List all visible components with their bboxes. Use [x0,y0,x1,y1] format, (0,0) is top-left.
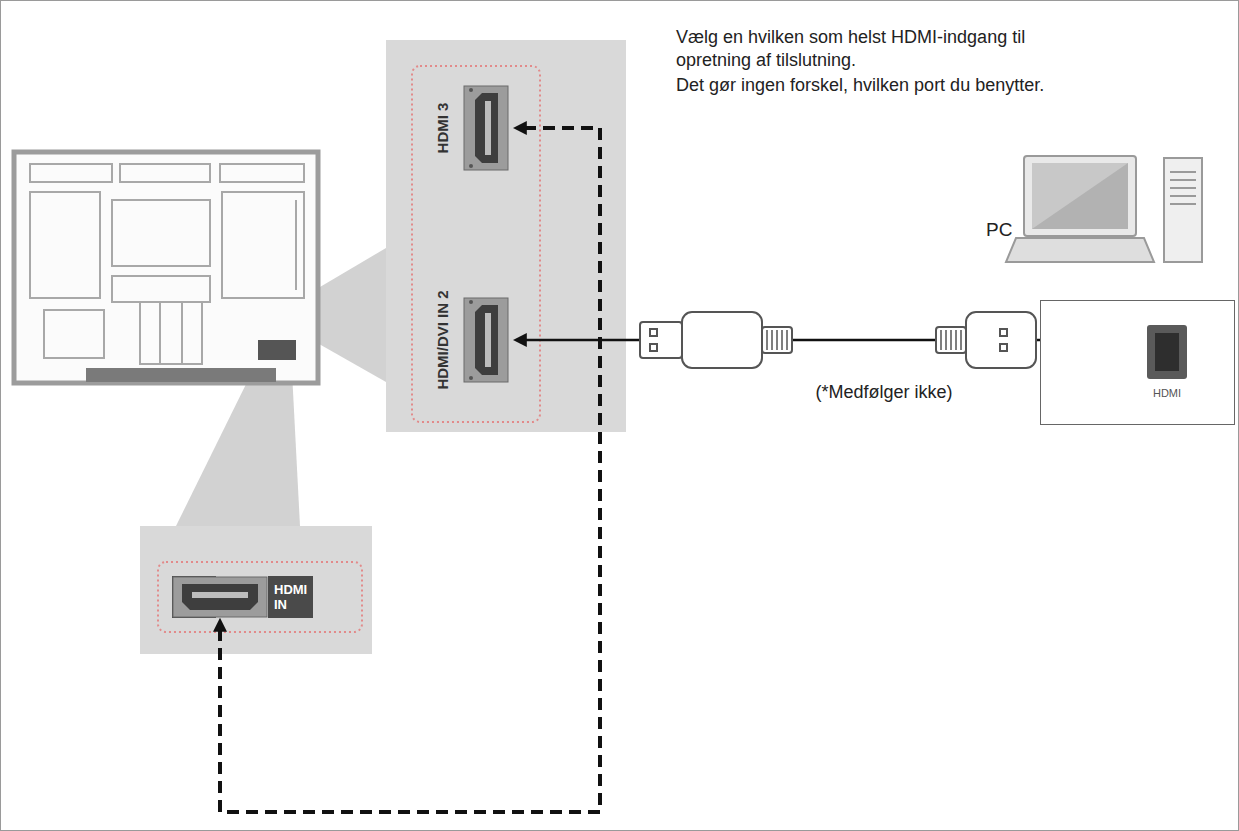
zoom-panel [140,526,372,654]
hdmi-port: HDMI 3 [428,81,513,175]
tv-back [14,152,318,383]
plug-ridge [955,330,957,350]
tower-icon-part [1170,187,1196,189]
socket-plate [464,298,508,382]
hdmi-plug-part [650,344,657,351]
screw [469,300,473,304]
cable-note: (*Medfølger ikke) [813,382,956,403]
hdmi-plug-part [936,327,966,353]
hdmi-socket [172,576,268,618]
laptop-icon-part [1032,163,1128,229]
socket-contacts [485,101,491,155]
hdmi-plug-part [762,327,792,353]
tv-back-part [30,164,112,182]
highlight-frame [412,66,540,422]
laptop-icon [1006,156,1154,262]
plug-ridges [767,330,961,350]
connector-arrow [220,128,600,812]
tv-back-part [112,276,210,302]
port-label: HDMI/DVI IN 2 [433,290,450,389]
port-tag: HDMI IN [268,576,313,618]
tv-back-part [44,310,104,358]
device-label: PC [986,218,1012,241]
hdmi-plug-part [1000,344,1007,351]
socket-plate [173,577,267,617]
tower-icon-part [1170,179,1196,181]
socket-opening [475,93,498,163]
pc-hdmi-port: HDMI [1040,300,1235,425]
tv-back-part [140,302,202,364]
socket-opening [475,305,498,375]
hdmi-plug-part [640,322,682,358]
socket-opening [1155,333,1179,371]
laptop-icon-part [1024,156,1136,236]
highlight-frame [158,562,362,632]
port-label: HDMI IN [274,582,307,612]
plug-ridge [776,330,778,350]
screw [469,88,473,92]
plug-ridge [940,330,942,350]
hdmi-plug [640,312,792,368]
tv-port-area [258,340,296,360]
tv-back-part [112,200,210,266]
plug-ridge [766,330,768,350]
hdmi-plug-part [682,312,762,368]
socket-contacts [485,313,491,367]
tower-icon-part [1164,158,1202,262]
tv-back-part [181,302,183,364]
hdmi-port: HDMI/DVI IN 2 [428,285,513,396]
socket-opening [182,584,258,610]
socket-contacts [192,592,248,598]
hdmi-port: HDMI IN [172,576,216,618]
tower-icon-part [1170,203,1196,205]
tower-icon-part [1170,171,1196,173]
plug-ridge [771,330,773,350]
tv-back-part [14,152,318,383]
hdmi-plug-part [650,329,657,336]
laptop-icon-part [1006,238,1154,262]
laptop-icon-part [1032,163,1128,229]
port-label-holder: HDMI/DVI IN 2 [432,289,451,392]
tv-back-part [30,192,100,298]
tower-icon-part [1170,195,1196,197]
hdmi-plug-part [966,312,1036,368]
hdmi-plug [936,312,1036,368]
screw [469,164,473,168]
instruction-text: Vælg en hvilken som helst HDMI-indgang t… [676,26,1096,72]
port-label: HDMI [1137,387,1197,399]
tv-back-part [220,164,304,182]
tv-back-part [295,200,297,290]
plug-ridge [786,330,788,350]
instruction-text: Det gør ingen forskel, hvilken port du b… [676,74,1044,97]
hdmi-socket [463,297,509,383]
zoom-panel [386,40,626,432]
pc-socket [1041,301,1233,423]
port-label: HDMI 3 [433,103,450,154]
tv-back-part [222,192,304,298]
plug-ridge [781,330,783,350]
tower-icon [1164,158,1202,262]
tv-stand-base [86,368,276,382]
plug-ridge [960,330,962,350]
screw [469,376,473,380]
tv-back-part [159,302,161,364]
zoom-wedge [176,372,300,526]
hdmi-socket [463,85,509,171]
socket-plate [1147,325,1187,379]
port-label-holder: HDMI 3 [432,101,451,156]
hdmi-plug-part [1000,329,1007,336]
plug-ridge [945,330,947,350]
plug-ridge [950,330,952,350]
socket-plate [464,86,508,170]
tv-back-part [120,164,210,182]
